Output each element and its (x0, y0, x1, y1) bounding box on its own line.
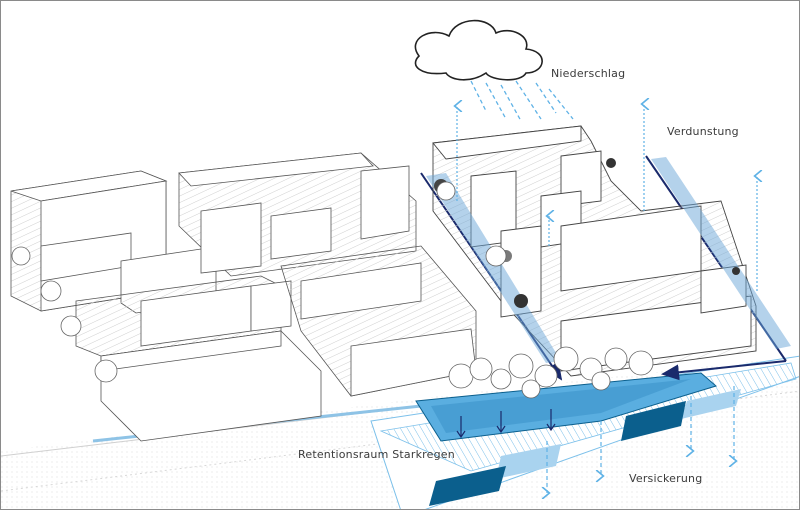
tree-row (11, 181, 654, 399)
green-strip (426, 157, 791, 363)
cloud-icon (414, 19, 543, 81)
infiltration-label: Versickerung (629, 472, 703, 485)
evaporation-arrows (457, 104, 757, 291)
evaporation-label: Verdunstung (667, 125, 739, 138)
building-block-west (10, 170, 322, 442)
building-block-east (432, 125, 757, 377)
basin-seepage-arrows (456, 409, 556, 439)
rain (470, 80, 574, 122)
retention-label: Retentionsraum Starkregen (298, 448, 455, 461)
building-block-central (178, 152, 477, 397)
infiltration-arrows (547, 386, 734, 493)
retention-basin (415, 372, 718, 442)
precipitation-label: Niederschlag (551, 67, 626, 80)
